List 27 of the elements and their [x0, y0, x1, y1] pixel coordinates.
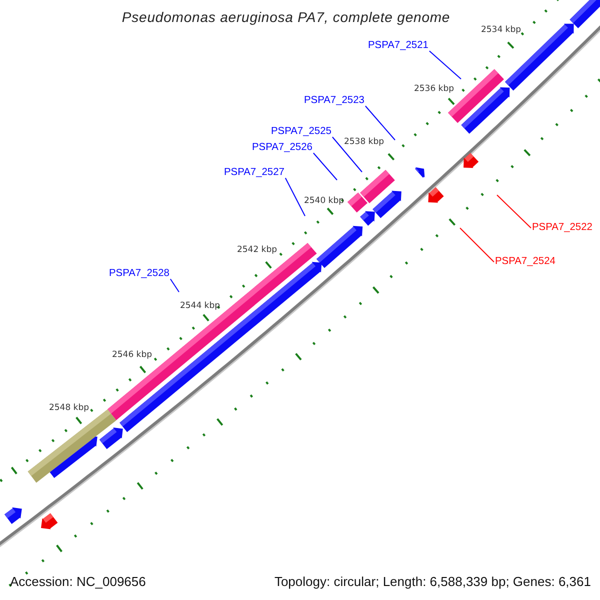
- gene-label: PSPA7_2521: [368, 40, 428, 52]
- scale-label: 2540 kbp: [304, 196, 344, 206]
- scale-label: 2544 kbp: [180, 301, 220, 311]
- leader-line: [332, 136, 362, 172]
- leader-line: [284, 178, 306, 216]
- scale-label: 2548 kbp: [48, 403, 90, 413]
- leader-line: [364, 106, 396, 140]
- gene-label: PSPA7_2525: [271, 126, 332, 138]
- gene-label: PSPA7_2527: [224, 167, 284, 179]
- leader-line: [496, 194, 532, 228]
- scale-label: 2546 kbp: [112, 350, 152, 360]
- genome-stats-text: Topology: circular; Length: 6,588,339 bp; Genes: 6,361: [274, 574, 591, 589]
- scale-label: 2536 kbp: [414, 84, 454, 94]
- scale-label: 2542 kbp: [236, 245, 278, 255]
- leader-line: [170, 278, 180, 292]
- gene-label: PSPA7_2522: [532, 222, 592, 234]
- map-title: Pseudomonas aeruginosa PA7, complete genome: [120, 9, 452, 25]
- gene-label: PSPA7_2528: [109, 268, 170, 280]
- leader-line: [312, 152, 338, 180]
- scale-label: 2534 kbp: [480, 25, 522, 35]
- accession-text: Accession: NC_009656: [10, 574, 146, 589]
- leader-line: [428, 50, 462, 80]
- gene-label: PSPA7_2526: [252, 142, 312, 154]
- leader-line: [460, 228, 494, 262]
- scale-label: 2538 kbp: [344, 137, 384, 147]
- gene-label: PSPA7_2524: [495, 256, 556, 268]
- gene-label: PSPA7_2523: [304, 95, 364, 107]
